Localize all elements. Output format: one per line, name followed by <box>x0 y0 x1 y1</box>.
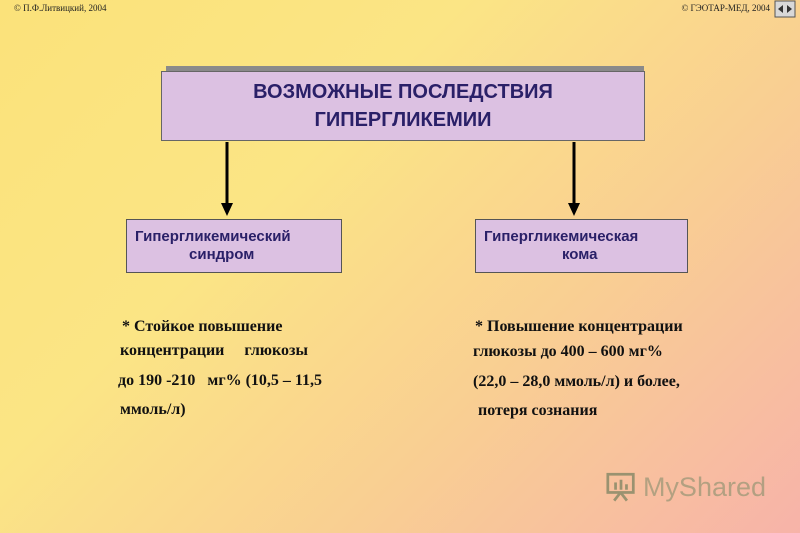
arrow-right-head <box>568 203 580 216</box>
right-box-line-2: кома <box>562 246 598 263</box>
right-desc-line-4: потеря сознания <box>478 402 598 419</box>
right-desc-line-2: глюкозы до 400 – 600 мг% <box>473 343 663 360</box>
title-line-1: ВОЗМОЖНЫЕ ПОСЛЕДСТВИЯ <box>253 81 553 103</box>
left-desc-line-1: * Стойкое повышение <box>122 318 283 335</box>
left-desc-line-2: концентрации глюкозы <box>120 342 308 359</box>
left-desc-line-3: до 190 -210 мг% (10,5 – 11,5 <box>118 372 323 389</box>
left-box-line-2: синдром <box>189 246 255 263</box>
left-desc-line-4: ммоль/л) <box>120 401 186 418</box>
right-desc-line-3: (22,0 – 28,0 ммоль/л) и более, <box>473 373 680 390</box>
title-line-2: ГИПЕРГЛИКЕМИИ <box>314 109 492 131</box>
right-desc-line-1: * Повышение концентрации <box>475 318 683 335</box>
copyright-right: © ГЭОТАР-МЕД, 2004 <box>681 3 770 13</box>
arrow-left-head <box>221 203 233 216</box>
hyperglycemic-coma-box: Гипергликемическая кома <box>475 219 688 273</box>
hyperglycemic-syndrome-box: Гипергликемический синдром <box>126 219 342 273</box>
copyright-left: © П.Ф.Литвицкий, 2004 <box>14 3 107 13</box>
nav-arrows-icon[interactable] <box>774 0 796 18</box>
watermark-text: MyShared <box>642 471 766 502</box>
watermark: MyShared <box>606 469 766 505</box>
left-box-line-1: Гипергликемический <box>135 228 291 245</box>
presentation-board-icon <box>606 472 635 502</box>
title-box: ВОЗМОЖНЫЕ ПОСЛЕДСТВИЯ ГИПЕРГЛИКЕМИИ <box>161 71 645 141</box>
right-box-line-1: Гипергликемическая <box>484 228 639 245</box>
